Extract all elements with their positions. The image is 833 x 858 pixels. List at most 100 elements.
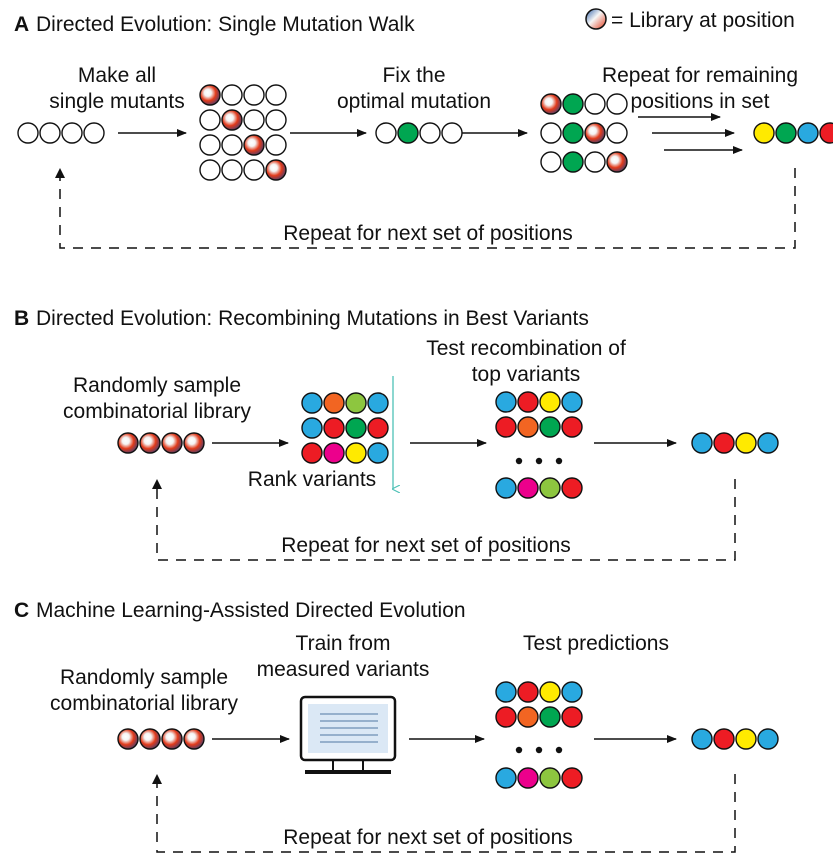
library-sample-c (117, 728, 205, 750)
panel-c: C Machine Learning-Assisted Directed Evo… (14, 599, 779, 853)
library-c-residue-4-library-icon (183, 728, 205, 750)
ranked-3-residue-2 (323, 442, 345, 464)
loop-b-label: Repeat for next set of positions (281, 534, 571, 557)
step-make-mutants-label-1: Make all (78, 64, 156, 87)
recombination-variants (495, 391, 583, 499)
recomb-last-residue-2 (517, 477, 539, 499)
recomb-last-residue-1 (495, 477, 517, 499)
library-legend: = Library at position (585, 8, 795, 32)
panel-b-title: Directed Evolution: Recombining Mutation… (36, 307, 589, 330)
single-mutant-4-residue-2 (221, 159, 243, 181)
loop-a-arrow (55, 168, 65, 178)
single-mutant-3-residue-3-library-icon (243, 134, 265, 156)
recomb-2-residue-2 (517, 416, 539, 438)
final-a-residue-4 (819, 122, 833, 144)
single-mutant-4-residue-4-library-icon (265, 159, 287, 181)
walk-3-residue-1 (540, 151, 562, 173)
rank-variants-label: Rank variants (248, 468, 376, 491)
walk-1-residue-2 (562, 93, 584, 115)
single-mutant-2-residue-4 (265, 109, 287, 131)
ranked-3-residue-3 (345, 442, 367, 464)
library-b-residue-1-library-icon (117, 432, 139, 454)
loop-c (156, 774, 736, 853)
single-mutant-1-residue-2 (221, 84, 243, 106)
walk-2-residue-1 (540, 122, 562, 144)
fixed-residue-4 (441, 122, 463, 144)
step-fix-optimal-label-1: Fix the (382, 64, 445, 87)
ranked-2-residue-3 (345, 417, 367, 439)
predicted-1-residue-1 (495, 681, 517, 703)
predicted-1-residue-4 (561, 681, 583, 703)
final-b-residue-2 (713, 432, 735, 454)
fixed-residue-3 (419, 122, 441, 144)
final-variant-c (691, 728, 779, 750)
predicted-last-residue-4 (561, 767, 583, 789)
single-mutant-4-residue-1 (199, 159, 221, 181)
final-a-residue-3 (797, 122, 819, 144)
walk-2-residue-4 (606, 122, 628, 144)
loop-a-label: Repeat for next set of positions (283, 222, 573, 245)
ranked-2-residue-1 (301, 417, 323, 439)
predicted-last-residue-3 (539, 767, 561, 789)
step-test-predictions-label: Test predictions (523, 632, 669, 655)
single-mutant-2-residue-3 (243, 109, 265, 131)
single-mutant-3-residue-4 (265, 134, 287, 156)
predicted-2-residue-4 (561, 706, 583, 728)
recomb-ellipsis-dot (515, 457, 523, 465)
final-b-residue-4 (757, 432, 779, 454)
panel-a-letter: A (14, 13, 29, 36)
step-train-label-1: Train from (296, 632, 391, 655)
single-mutant-2-residue-1 (199, 109, 221, 131)
ranked-2-residue-4 (367, 417, 389, 439)
ranked-3-residue-4 (367, 442, 389, 464)
recomb-2-residue-3 (539, 416, 561, 438)
recomb-last-residue-3 (539, 477, 561, 499)
recomb-1-residue-3 (539, 391, 561, 413)
library-b-residue-4-library-icon (183, 432, 205, 454)
wildtype-sequence (17, 122, 105, 144)
single-mutant-1-residue-4 (265, 84, 287, 106)
predicted-last-residue-1 (495, 767, 517, 789)
predicted-1-residue-2 (517, 681, 539, 703)
predicted-ellipsis-dot (535, 746, 543, 754)
recomb-ellipsis-dot (555, 457, 563, 465)
loop-c-arrow (152, 774, 162, 784)
walk-2-residue-2 (562, 122, 584, 144)
step-test-recombination-label-1: Test recombination of (426, 337, 626, 360)
fixed-residue-1 (375, 122, 397, 144)
library-b-residue-2-library-icon (139, 432, 161, 454)
step-train-label-2: measured variants (257, 658, 430, 681)
single-mutant-2-residue-2-library-icon (221, 109, 243, 131)
library-c-residue-3-library-icon (161, 728, 183, 750)
library-legend-icon (585, 8, 607, 30)
wildtype-residue-2 (39, 122, 61, 144)
step-repeat-remaining-label-1: Repeat for remaining (602, 64, 798, 87)
walk-3-residue-4-library-icon (606, 151, 628, 173)
library-b-residue-3-library-icon (161, 432, 183, 454)
step-random-sample-b-label-1: Randomly sample (73, 374, 241, 397)
wildtype-residue-4 (83, 122, 105, 144)
ranked-2-residue-2 (323, 417, 345, 439)
recomb-1-residue-2 (517, 391, 539, 413)
single-mutant-1-residue-3 (243, 84, 265, 106)
predicted-2-residue-3 (539, 706, 561, 728)
ranked-1-residue-1 (301, 392, 323, 414)
recomb-1-residue-4 (561, 391, 583, 413)
step-random-sample-b-label-2: combinatorial library (63, 400, 251, 423)
ranked-1-residue-3 (345, 392, 367, 414)
walk-3-residue-2 (562, 151, 584, 173)
recomb-last-residue-4 (561, 477, 583, 499)
walk-1-residue-4 (606, 93, 628, 115)
recomb-2-residue-1 (495, 416, 517, 438)
single-mutant-4-residue-3 (243, 159, 265, 181)
step-random-sample-c-label-1: Randomly sample (60, 666, 228, 689)
final-c-residue-2 (713, 728, 735, 750)
walk-1-residue-3 (584, 93, 606, 115)
step-test-recombination-label-2: top variants (472, 363, 581, 386)
predicted-ellipsis-dot (555, 746, 563, 754)
loop-a (59, 168, 796, 249)
final-b-residue-1 (691, 432, 713, 454)
recomb-ellipsis-dot (535, 457, 543, 465)
panel-b: B Directed Evolution: Recombining Mutati… (14, 307, 779, 561)
library-c-residue-1-library-icon (117, 728, 139, 750)
